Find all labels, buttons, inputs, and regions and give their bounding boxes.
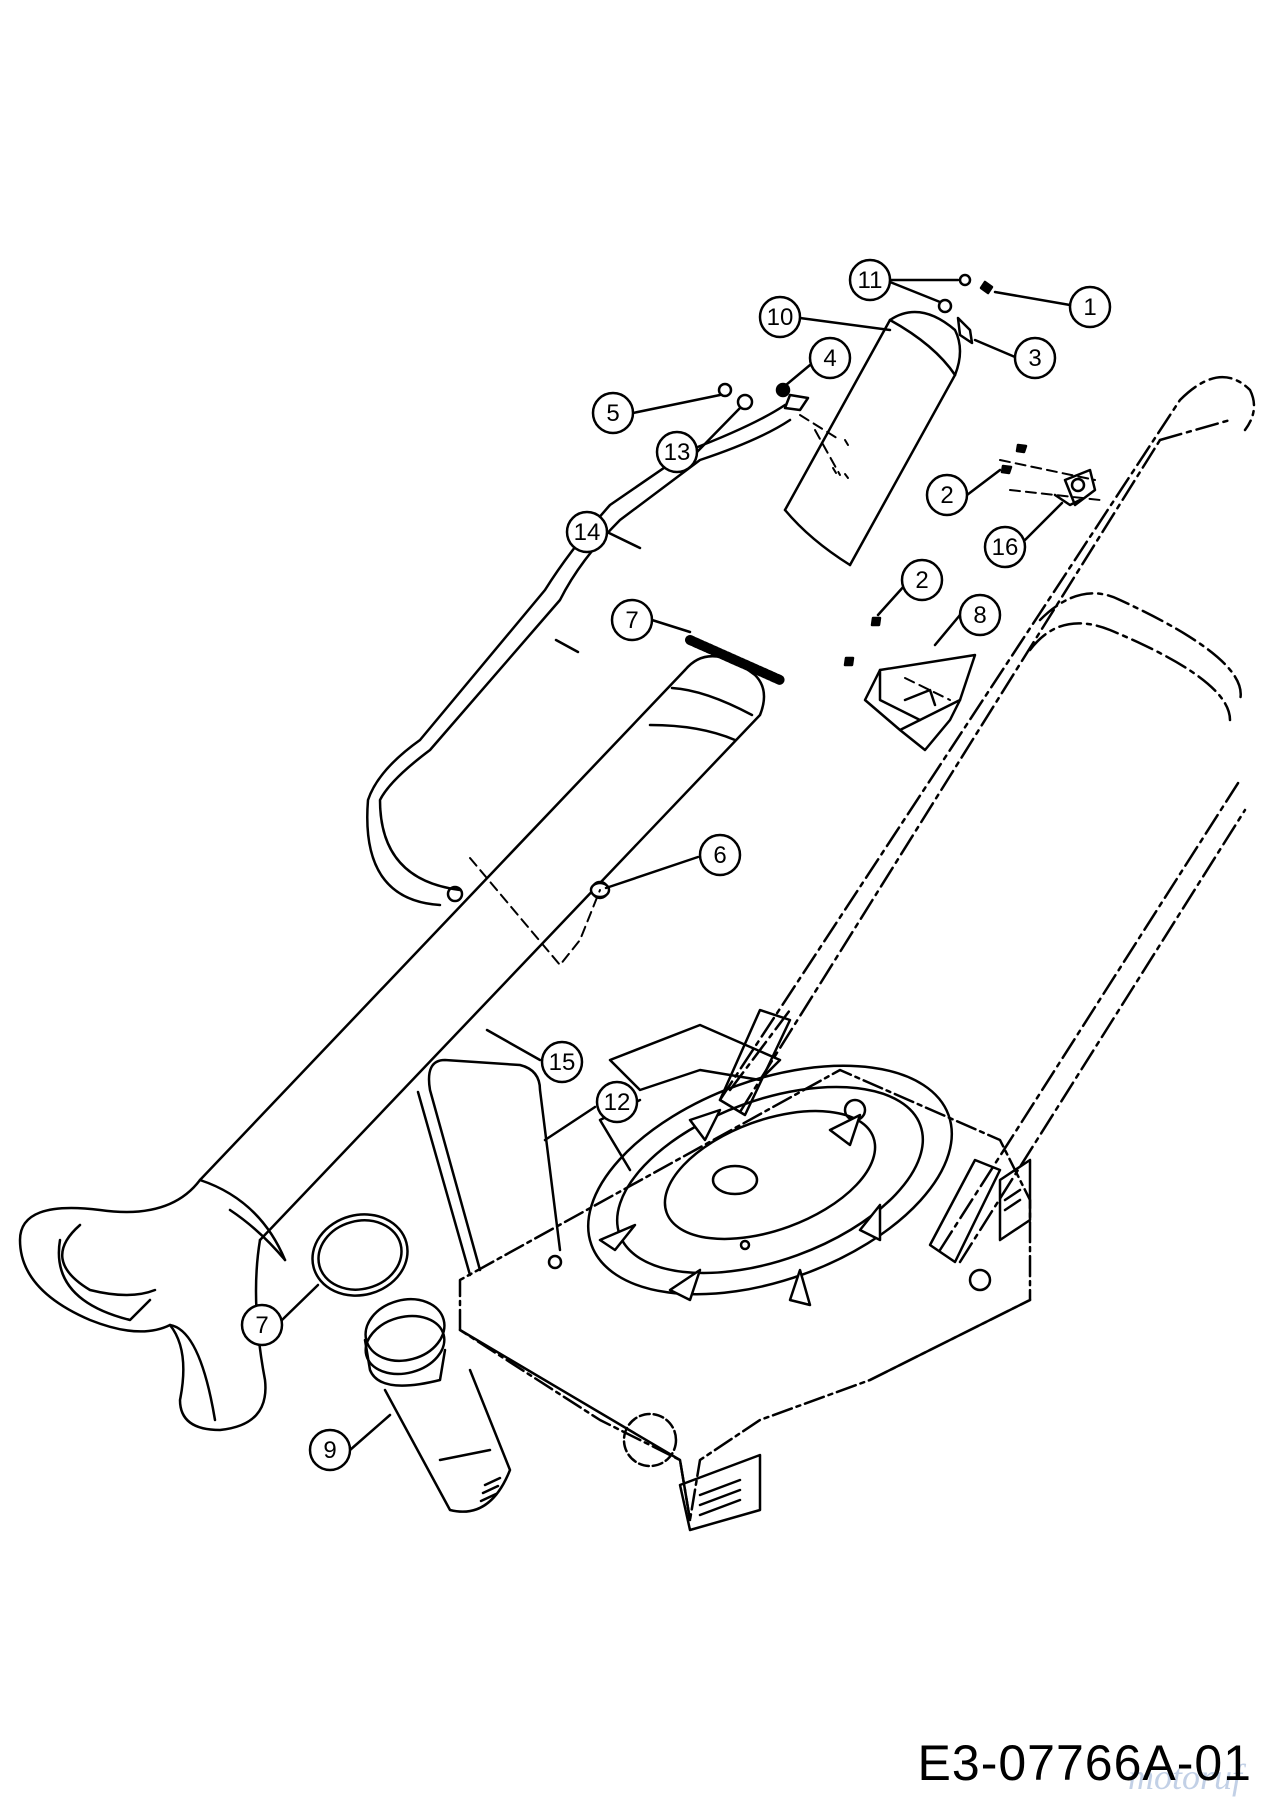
callout-5-label: 5 bbox=[606, 400, 619, 427]
callout-4-label: 4 bbox=[823, 345, 836, 372]
assembly-lines bbox=[469, 414, 1101, 966]
tube-10 bbox=[783, 310, 962, 567]
callout-7-upper-label: 7 bbox=[625, 607, 638, 634]
callout-2-lower bbox=[900, 558, 944, 602]
watermark: motoruf bbox=[1127, 1757, 1242, 1797]
callout-3 bbox=[1013, 336, 1057, 380]
callout-6 bbox=[698, 833, 742, 877]
callout-2-lower-label: 2 bbox=[915, 567, 928, 594]
rod-12 bbox=[416, 1058, 563, 1277]
callout-3-label: 3 bbox=[1028, 345, 1041, 372]
callout-9 bbox=[308, 1428, 352, 1472]
callout-11-label: 11 bbox=[858, 267, 883, 294]
mower-deck bbox=[458, 1023, 1032, 1532]
callout-6-label: 6 bbox=[713, 842, 726, 869]
bracket-8 bbox=[863, 653, 977, 752]
callout-7-lower bbox=[240, 1303, 284, 1347]
callout-10 bbox=[758, 295, 802, 339]
callout-7-upper bbox=[610, 598, 654, 642]
callout-4 bbox=[808, 336, 852, 380]
callout-12 bbox=[595, 1080, 639, 1124]
callout-5 bbox=[591, 391, 635, 435]
diagram-code: E3-07766A-01 bbox=[917, 1735, 1252, 1791]
handle bbox=[718, 375, 1256, 1264]
callout-1 bbox=[1068, 285, 1112, 329]
callout-16-label: 16 bbox=[992, 534, 1019, 561]
clamp-7-lower bbox=[311, 1213, 409, 1297]
clamp-7-upper bbox=[685, 635, 785, 685]
bracket-16 bbox=[1053, 468, 1097, 507]
callout-14 bbox=[565, 510, 609, 554]
callout-2-upper bbox=[925, 473, 969, 517]
handle-brackets bbox=[718, 1008, 1002, 1264]
callout-8-label: 8 bbox=[973, 602, 986, 629]
hardware bbox=[589, 273, 1028, 899]
callout-15-label: 15 bbox=[549, 1049, 576, 1076]
callout-8 bbox=[958, 593, 1002, 637]
pipe-14 bbox=[366, 403, 792, 907]
callout-13-label: 13 bbox=[664, 439, 691, 466]
callout-10-label: 10 bbox=[767, 304, 794, 331]
callout-9-label: 9 bbox=[323, 1437, 336, 1464]
nozzle-9 bbox=[363, 1297, 512, 1513]
callout-15 bbox=[540, 1040, 584, 1084]
callouts: 1 3 11 10 4 5 13 2 16 14 bbox=[240, 258, 1112, 1472]
callout-1-label: 1 bbox=[1083, 294, 1096, 321]
callout-12-label: 12 bbox=[604, 1089, 631, 1116]
callout-11 bbox=[848, 258, 892, 302]
callout-14-label: 14 bbox=[574, 519, 601, 546]
callout-7-lower-label: 7 bbox=[255, 1312, 268, 1339]
callout-13 bbox=[655, 430, 699, 474]
tube-15 bbox=[18, 655, 766, 1432]
callout-16 bbox=[983, 525, 1027, 569]
callout-2-upper-label: 2 bbox=[940, 482, 953, 509]
